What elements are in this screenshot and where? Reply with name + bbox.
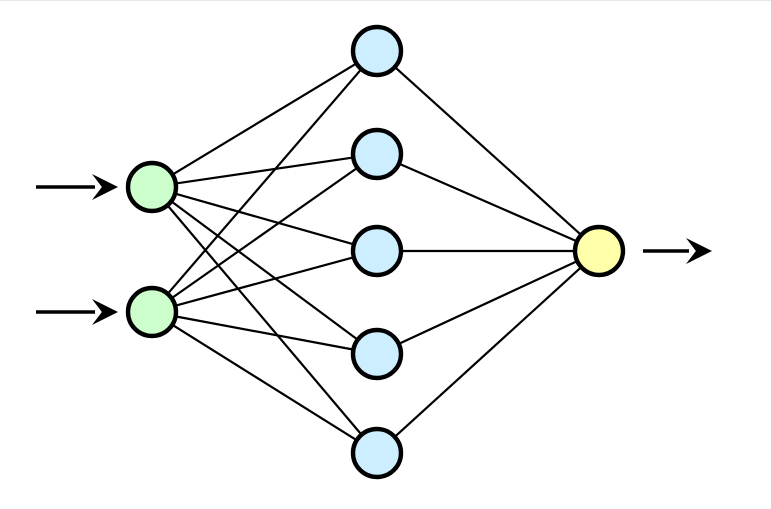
node-h5[interactable] — [350, 426, 404, 480]
arrows-group — [36, 174, 712, 325]
node-i1[interactable] — [125, 160, 179, 214]
edge-h4-o1 — [398, 260, 578, 345]
node-h1[interactable] — [350, 24, 404, 78]
input-arrow-2 — [36, 299, 118, 325]
edge-i2-h4 — [175, 315, 354, 351]
nodes-group — [125, 24, 626, 480]
node-circle-h2[interactable] — [350, 127, 404, 181]
output-arrow-1-head — [686, 238, 712, 264]
input-arrow-1-head — [92, 174, 118, 200]
node-h3[interactable] — [350, 224, 404, 278]
input-arrow-2-head — [92, 299, 118, 325]
node-circle-i2[interactable] — [125, 285, 179, 339]
edges-group — [167, 62, 582, 441]
node-circle-h3[interactable] — [350, 224, 404, 278]
edge-i1-h4 — [171, 200, 358, 341]
node-h4[interactable] — [350, 327, 404, 381]
edge-h5-o1 — [394, 266, 582, 438]
edge-i1-h5 — [167, 205, 362, 435]
node-circle-o1[interactable] — [572, 224, 626, 278]
edge-i1-h1 — [172, 62, 357, 176]
node-circle-h4[interactable] — [350, 327, 404, 381]
edge-i1-h2 — [175, 156, 354, 185]
edge-i1-h3 — [175, 192, 354, 246]
node-h2[interactable] — [350, 127, 404, 181]
edge-i2-h5 — [172, 324, 357, 441]
node-circle-h5[interactable] — [350, 426, 404, 480]
node-o1[interactable] — [572, 224, 626, 278]
input-arrow-1 — [36, 174, 118, 200]
node-i2[interactable] — [125, 285, 179, 339]
node-circle-i1[interactable] — [125, 160, 179, 214]
output-arrow-1 — [643, 238, 712, 264]
edge-h2-o1 — [398, 162, 578, 243]
node-circle-h1[interactable] — [350, 24, 404, 78]
edge-i2-h3 — [175, 256, 354, 307]
edge-i2-h2 — [171, 167, 358, 299]
edge-h1-o1 — [394, 66, 582, 236]
edge-i2-h1 — [167, 68, 362, 295]
